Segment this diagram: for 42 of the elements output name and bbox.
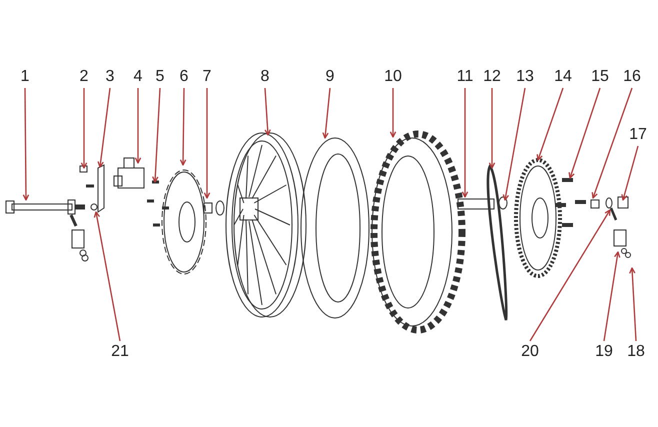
callout-number: 2 (80, 68, 88, 86)
callout-number: 4 (134, 68, 142, 86)
leader-line (322, 88, 331, 139)
leader-line (529, 209, 611, 342)
callout-number: 11 (456, 68, 474, 86)
callout-number: 8 (260, 68, 270, 86)
leader-line (97, 88, 111, 168)
callout-number: 5 (156, 68, 164, 86)
leader-line (592, 88, 633, 199)
callout-number: 18 (627, 343, 645, 361)
callout-number: 7 (202, 68, 212, 86)
callout-number: 21 (111, 343, 129, 361)
callout-number: 15 (591, 68, 609, 86)
callout-number: 14 (554, 68, 572, 86)
leader-line (134, 88, 142, 164)
callout-number: 6 (180, 68, 188, 86)
leader-line (621, 146, 639, 201)
leader-line (152, 88, 161, 183)
leader-line (80, 88, 88, 169)
leader-line (94, 211, 121, 342)
leader-line (390, 88, 396, 138)
callout-number: 16 (623, 68, 641, 86)
leader-line (264, 88, 271, 136)
callout-number: 17 (629, 126, 647, 144)
callout-number: 1 (20, 68, 30, 86)
leader-line (22, 88, 30, 201)
leader-line (603, 251, 620, 342)
callout-number: 3 (106, 68, 114, 86)
leader-line (462, 88, 468, 198)
leader-line (180, 88, 186, 166)
leader-line (629, 267, 637, 342)
leader-line (204, 88, 210, 199)
leader-line (502, 88, 526, 201)
callout-number: 10 (384, 68, 402, 86)
leader-line (488, 88, 496, 169)
leader-line (536, 88, 564, 161)
callout-number: 12 (483, 68, 501, 86)
callout-number: 13 (516, 68, 534, 86)
callout-number: 9 (326, 68, 334, 86)
callout-number: 19 (595, 343, 613, 361)
leader-line (568, 88, 601, 179)
callout-number: 20 (521, 343, 539, 361)
